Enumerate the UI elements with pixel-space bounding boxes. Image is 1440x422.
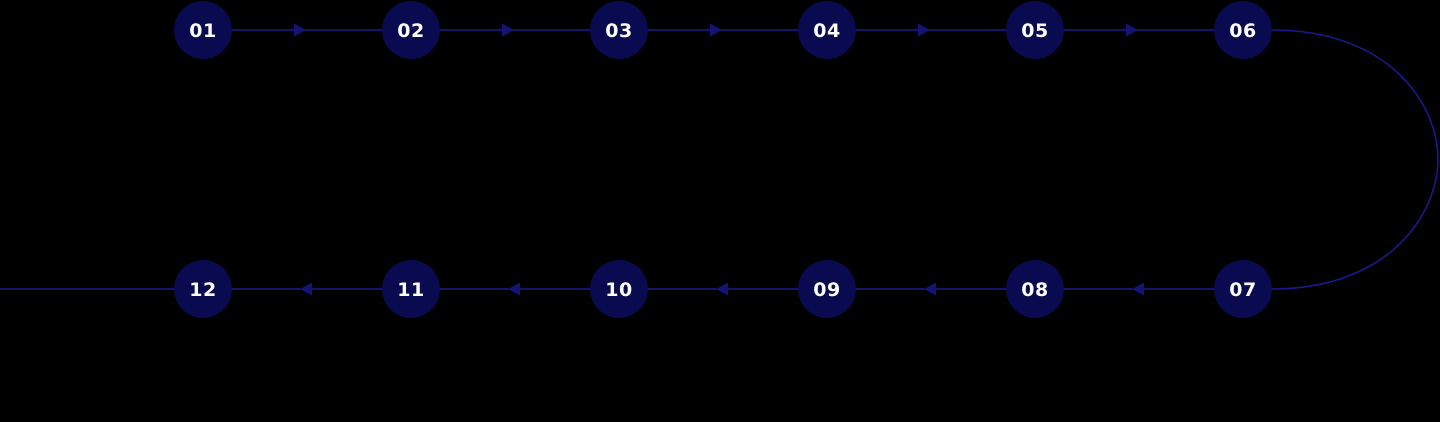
node-05-circle: [1006, 1, 1064, 59]
connector-04-05: [856, 23, 1006, 37]
connector-03-04-arrow-right-icon: [710, 23, 722, 37]
node-layer: 01 02 03 04 05 06 12 11 10 09 08 07: [174, 1, 1272, 318]
node-04-circle: [798, 1, 856, 59]
node-10-circle: [590, 260, 648, 318]
node-11[interactable]: 11: [382, 260, 440, 318]
node-09-circle: [798, 260, 856, 318]
node-11-circle: [382, 260, 440, 318]
bottom-row: 12 11 10 09 08 07: [174, 260, 1272, 318]
connector-04-05-arrow-right-icon: [918, 23, 930, 37]
node-12-label: 12: [189, 279, 216, 301]
node-04[interactable]: 04: [798, 1, 856, 59]
node-01-circle: [174, 1, 232, 59]
node-03-circle: [590, 1, 648, 59]
connector-07-08-arrow-left-icon: [1132, 282, 1144, 296]
connector-10-11: [440, 282, 590, 296]
connector-11-12-arrow-left-icon: [300, 282, 312, 296]
node-07-label: 07: [1229, 279, 1256, 301]
node-08-label: 08: [1021, 279, 1048, 301]
node-05-label: 05: [1021, 20, 1048, 42]
node-01[interactable]: 01: [174, 1, 232, 59]
node-12[interactable]: 12: [174, 260, 232, 318]
connector-03-04: [648, 23, 798, 37]
connector-09-10: [648, 282, 798, 296]
node-10[interactable]: 10: [590, 260, 648, 318]
connector-02-03-arrow-right-icon: [502, 23, 514, 37]
connector-07-08: [1064, 282, 1214, 296]
connector-09-10-arrow-left-icon: [716, 282, 728, 296]
node-07-circle: [1214, 260, 1272, 318]
node-06-circle: [1214, 1, 1272, 59]
node-09-label: 09: [813, 279, 840, 301]
connector-08-09: [856, 282, 1006, 296]
node-01-label: 01: [189, 20, 216, 42]
top-row: 01 02 03 04 05 06: [174, 1, 1272, 59]
connector-layer: [0, 23, 1439, 296]
node-02-label: 02: [397, 20, 424, 42]
node-12-circle: [174, 260, 232, 318]
node-03-label: 03: [605, 20, 632, 42]
node-08[interactable]: 08: [1006, 260, 1064, 318]
node-03[interactable]: 03: [590, 1, 648, 59]
node-06-label: 06: [1229, 20, 1256, 42]
connector-06-07-uturn: [1271, 29, 1439, 290]
connector-01-02-arrow-right-icon: [294, 23, 306, 37]
connector-10-11-arrow-left-icon: [508, 282, 520, 296]
node-02[interactable]: 02: [382, 1, 440, 59]
connector-05-06-arrow-right-icon: [1126, 23, 1138, 37]
connector-08-09-arrow-left-icon: [924, 282, 936, 296]
connector-01-02: [232, 23, 382, 37]
node-10-label: 10: [605, 279, 632, 301]
connector-11-12: [232, 282, 382, 296]
node-11-label: 11: [397, 279, 424, 301]
node-08-circle: [1006, 260, 1064, 318]
node-06[interactable]: 06: [1214, 1, 1272, 59]
node-07[interactable]: 07: [1214, 260, 1272, 318]
node-02-circle: [382, 1, 440, 59]
connector-02-03: [440, 23, 590, 37]
node-05[interactable]: 05: [1006, 1, 1064, 59]
connector-05-06: [1064, 23, 1214, 37]
node-04-label: 04: [813, 20, 840, 42]
node-09[interactable]: 09: [798, 260, 856, 318]
